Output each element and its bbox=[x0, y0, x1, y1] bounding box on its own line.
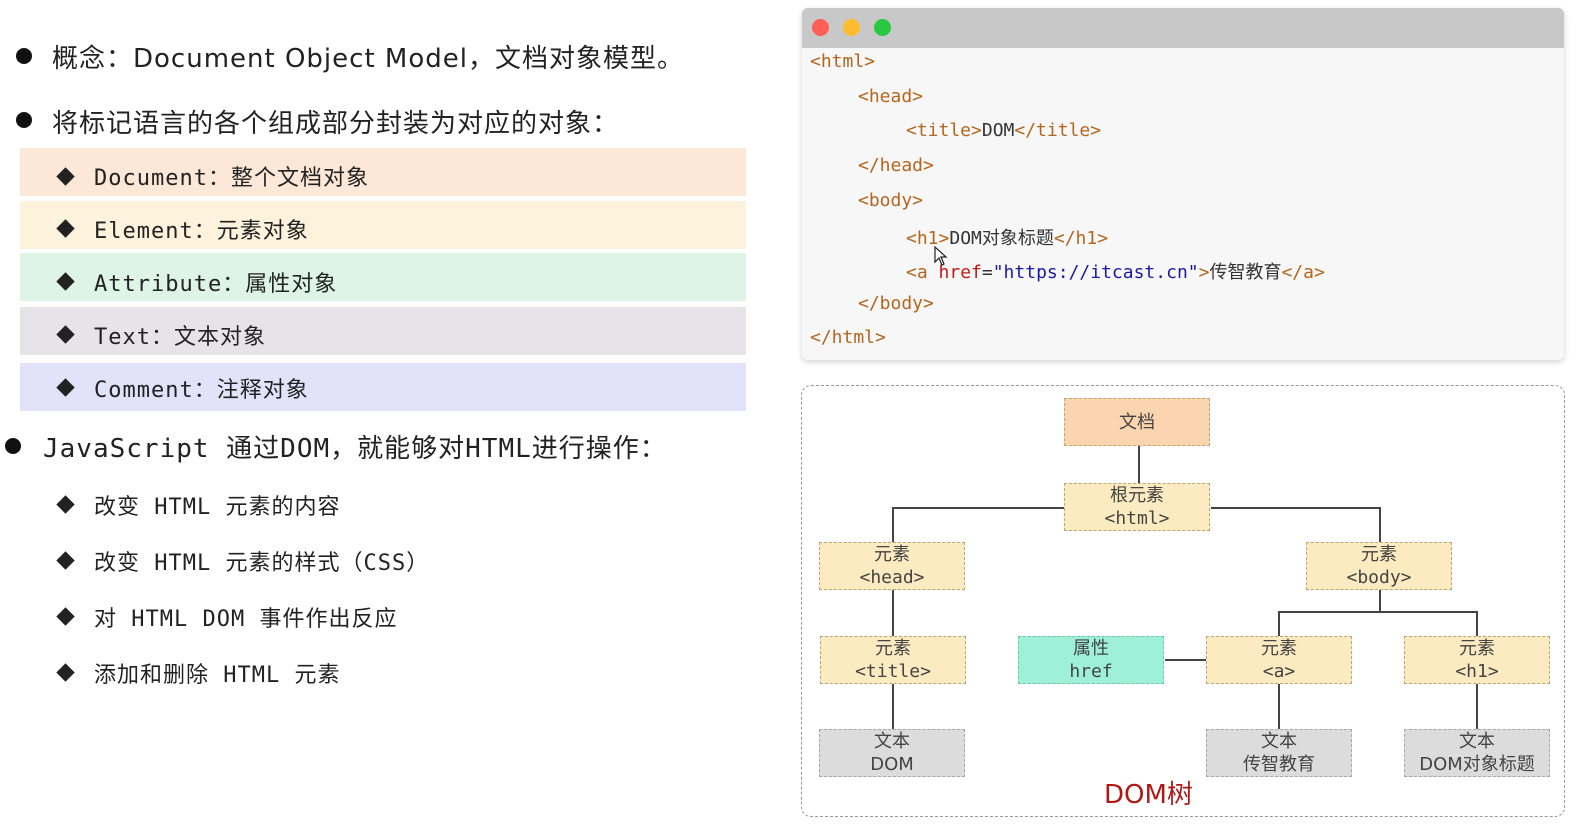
code-line: <title>DOM</title> bbox=[906, 120, 1102, 141]
edge bbox=[1476, 684, 1478, 729]
concept-line: 概念：Document Object Model，文档对象模型。 bbox=[52, 44, 684, 74]
object-band-comment bbox=[20, 363, 746, 411]
node-title: 元素<title> bbox=[820, 636, 966, 684]
op-item: 改变 HTML 元素的内容 bbox=[94, 495, 341, 520]
object-band-element bbox=[20, 201, 746, 249]
edge bbox=[892, 507, 1064, 509]
code-line: </html> bbox=[810, 327, 886, 348]
node-root-html: 根元素<html> bbox=[1064, 483, 1210, 531]
code-line: <body> bbox=[858, 190, 924, 211]
dom-tree-diagram: 文档 根元素<html> 元素<head> 元素<body> 元素<title>… bbox=[801, 385, 1565, 817]
object-element: Element：元素对象 bbox=[94, 219, 309, 244]
op-item: 对 HTML DOM 事件作出反应 bbox=[94, 607, 398, 632]
diamond-icon bbox=[56, 663, 75, 682]
edge bbox=[1138, 446, 1140, 483]
node-body: 元素<body> bbox=[1306, 542, 1452, 590]
edge bbox=[892, 590, 894, 636]
edge bbox=[1278, 684, 1280, 729]
object-document: Document：整个文档对象 bbox=[94, 166, 369, 191]
node-h1: 元素<h1> bbox=[1404, 636, 1550, 684]
bullet-dot bbox=[16, 48, 32, 64]
code-line: </body> bbox=[858, 293, 934, 314]
js-line: JavaScript 通过DOM，就能够对HTML进行操作： bbox=[43, 434, 667, 464]
window-titlebar bbox=[802, 8, 1564, 48]
code-line: <html> bbox=[810, 51, 876, 72]
tree-caption: DOM树 bbox=[1104, 780, 1193, 810]
object-comment: Comment：注释对象 bbox=[94, 378, 309, 403]
op-item: 添加和删除 HTML 元素 bbox=[94, 663, 341, 688]
object-attribute: Attribute：属性对象 bbox=[94, 272, 338, 297]
node-text-a: 文本传智教育 bbox=[1206, 729, 1352, 777]
object-band-attribute bbox=[20, 253, 746, 301]
diamond-icon bbox=[56, 607, 75, 626]
wrap-line: 将标记语言的各个组成部分封装为对应的对象： bbox=[52, 109, 620, 139]
node-document: 文档 bbox=[1064, 398, 1210, 446]
code-window: <html> <head> <title>DOM</title> </head>… bbox=[802, 8, 1564, 360]
edge bbox=[1379, 507, 1381, 542]
code-line: <head> bbox=[858, 86, 924, 107]
diamond-icon bbox=[56, 551, 75, 570]
minimize-dot-icon[interactable] bbox=[843, 19, 860, 36]
code-line: <h1>DOM对象标题</h1> bbox=[906, 228, 1109, 249]
edge bbox=[1211, 507, 1380, 509]
edge bbox=[1278, 611, 1478, 613]
bullet-dot bbox=[16, 112, 32, 128]
bullet-dot bbox=[5, 438, 21, 454]
maximize-dot-icon[interactable] bbox=[874, 19, 891, 36]
close-dot-icon[interactable] bbox=[812, 19, 829, 36]
edge bbox=[892, 507, 894, 542]
mouse-cursor-icon bbox=[934, 246, 948, 266]
object-band-text bbox=[20, 307, 746, 355]
code-line: </head> bbox=[858, 155, 934, 176]
edge bbox=[1379, 590, 1381, 612]
edge bbox=[1278, 611, 1280, 636]
diamond-icon bbox=[56, 495, 75, 514]
op-item: 改变 HTML 元素的样式（CSS） bbox=[94, 551, 430, 576]
edge bbox=[1476, 611, 1478, 636]
node-head: 元素<head> bbox=[819, 542, 965, 590]
edge bbox=[1165, 659, 1206, 661]
object-text: Text：文本对象 bbox=[94, 325, 266, 350]
object-band-document bbox=[20, 148, 746, 196]
code-line: <a href="https://itcast.cn">传智教育</a> bbox=[906, 262, 1325, 283]
edge bbox=[892, 684, 894, 729]
node-a: 元素<a> bbox=[1206, 636, 1352, 684]
